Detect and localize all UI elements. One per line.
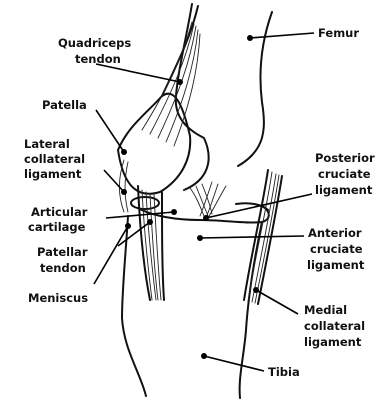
label-posterior-cruciate-ligament: Posterior cruciate ligament [315, 151, 379, 197]
label-meniscus: Meniscus [28, 291, 88, 305]
lateral-collateral-ligament-shape [120, 160, 129, 212]
label-femur: Femur [318, 26, 359, 40]
label-lateral-collateral-ligament: Lateral collateral ligament [24, 137, 89, 181]
leader-patellar [118, 219, 153, 246]
label-tibia: Tibia [268, 365, 300, 379]
label-articular-cartilage: Articular cartilage [28, 205, 91, 234]
label-medial-collateral-ligament: Medial collateral ligament [304, 303, 369, 349]
patellar-tendon-shape [138, 186, 164, 300]
label-patella: Patella [42, 98, 87, 112]
label-quadriceps-tendon: Quadriceps tendon [58, 36, 135, 66]
leader-femur [247, 33, 314, 41]
label-patellar-tendon: Patellar tendon [37, 245, 92, 275]
tibia-outline [122, 206, 269, 398]
leader-quadriceps [96, 64, 183, 85]
leader-tibia [201, 353, 264, 371]
leader-anterior [197, 235, 304, 241]
label-anterior-cruciate-ligament: Anterior cruciate ligament [307, 226, 367, 272]
cruciate-ligaments-shape [190, 182, 226, 218]
leader-patella [96, 110, 127, 155]
